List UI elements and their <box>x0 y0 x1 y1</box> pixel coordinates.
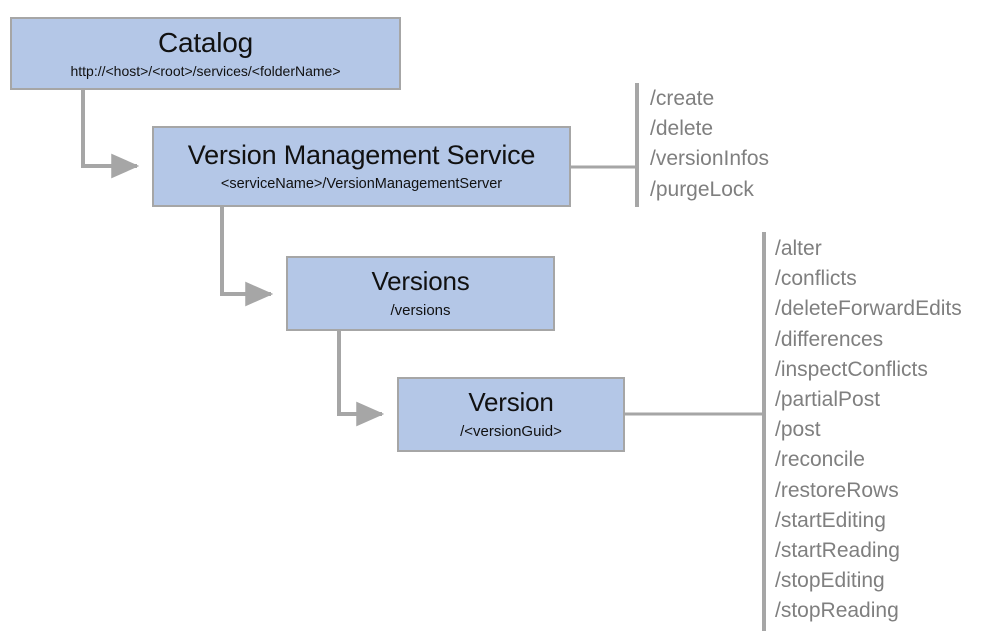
node-version[interactable]: Version /<versionGuid> <box>397 377 625 452</box>
node-catalog-title: Catalog <box>157 26 254 58</box>
node-versions-subtitle: /versions <box>390 301 451 319</box>
connector-versions-to-version <box>337 331 385 427</box>
node-version-management-service-subtitle: <serviceName>/VersionManagementServer <box>220 175 503 192</box>
node-version-management-service[interactable]: Version Management Service <serviceName>… <box>152 126 571 207</box>
endpoint-item[interactable]: /deleteForwardEdits <box>775 297 962 321</box>
endpoint-item[interactable]: /post <box>775 418 821 442</box>
endpoint-item[interactable]: /reconcile <box>775 448 865 472</box>
endpoint-item[interactable]: /alter <box>775 237 822 260</box>
node-catalog-subtitle: http://<host>/<root>/services/<folderNam… <box>70 63 341 80</box>
connector-service-to-versions <box>220 207 274 307</box>
endpoint-item[interactable]: /differences <box>775 327 884 351</box>
node-catalog[interactable]: Catalog http://<host>/<root>/services/<f… <box>10 17 401 90</box>
endpoint-list-version-operations: /alter/conflicts/deleteForwardEdits/diff… <box>775 234 962 627</box>
connector-catalog-to-service <box>81 90 140 179</box>
endpoint-item[interactable]: /startReading <box>775 539 900 563</box>
endpoint-item[interactable]: /stopReading <box>775 599 899 623</box>
connector-service-to-service-operations <box>571 83 639 207</box>
node-versions[interactable]: Versions /versions <box>286 256 555 331</box>
endpoint-item[interactable]: /restoreRows <box>775 478 899 502</box>
endpoint-list-service-operations: /create/delete/versionInfos/purgeLock <box>650 84 769 205</box>
node-version-title: Version <box>468 387 554 418</box>
node-version-subtitle: /<versionGuid> <box>460 422 562 440</box>
endpoint-item[interactable]: /create <box>650 87 715 110</box>
endpoint-item[interactable]: /inspectConflicts <box>775 357 928 381</box>
endpoint-item[interactable]: /delete <box>650 117 714 141</box>
node-versions-title: Versions <box>371 266 470 297</box>
endpoint-item[interactable]: /conflicts <box>775 267 857 291</box>
node-version-management-service-title: Version Management Service <box>187 140 536 171</box>
endpoint-item[interactable]: /versionInfos <box>650 147 770 171</box>
endpoint-item[interactable]: /partialPost <box>775 388 881 412</box>
endpoint-item[interactable]: /startEditing <box>775 508 886 532</box>
connector-version-to-version-operations <box>625 232 766 631</box>
endpoint-item[interactable]: /purgeLock <box>650 177 754 201</box>
endpoint-item[interactable]: /stopEditing <box>775 569 885 593</box>
